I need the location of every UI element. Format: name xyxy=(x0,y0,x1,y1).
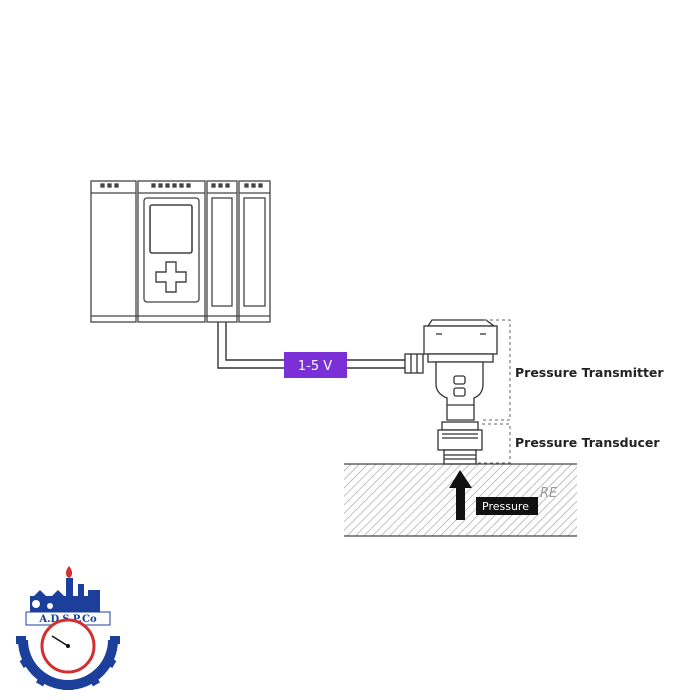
flame-icon xyxy=(65,566,73,578)
voltage-signal-label: 1-5 V xyxy=(298,359,332,374)
watermark-mark: RE xyxy=(540,486,558,501)
pressure-transmitter-label: Pressure Transmitter xyxy=(515,365,664,380)
pressure-transducer-device xyxy=(437,421,483,465)
pressure-arrow-icon xyxy=(449,470,472,520)
plc-display-screen xyxy=(149,204,193,254)
pressure-transducer-label: Pressure Transducer xyxy=(515,435,660,450)
plc-power-module xyxy=(90,180,137,323)
gauge-icon xyxy=(40,618,96,674)
plc-navigation-pad xyxy=(155,261,187,293)
transmitter-bracket xyxy=(483,319,511,421)
plc-controller xyxy=(90,180,271,323)
company-logo: A.D.S.P.Co xyxy=(16,566,120,690)
pressure-transmitter-device xyxy=(404,319,498,421)
pressure-badge: Pressure xyxy=(476,497,538,515)
voltage-signal-badge: 1-5 V xyxy=(284,352,347,378)
factory-icon xyxy=(30,578,100,614)
signal-cable xyxy=(217,322,405,369)
gear-icon xyxy=(16,636,120,690)
transducer-bracket xyxy=(478,423,511,464)
pressure-label: Pressure xyxy=(482,500,529,513)
